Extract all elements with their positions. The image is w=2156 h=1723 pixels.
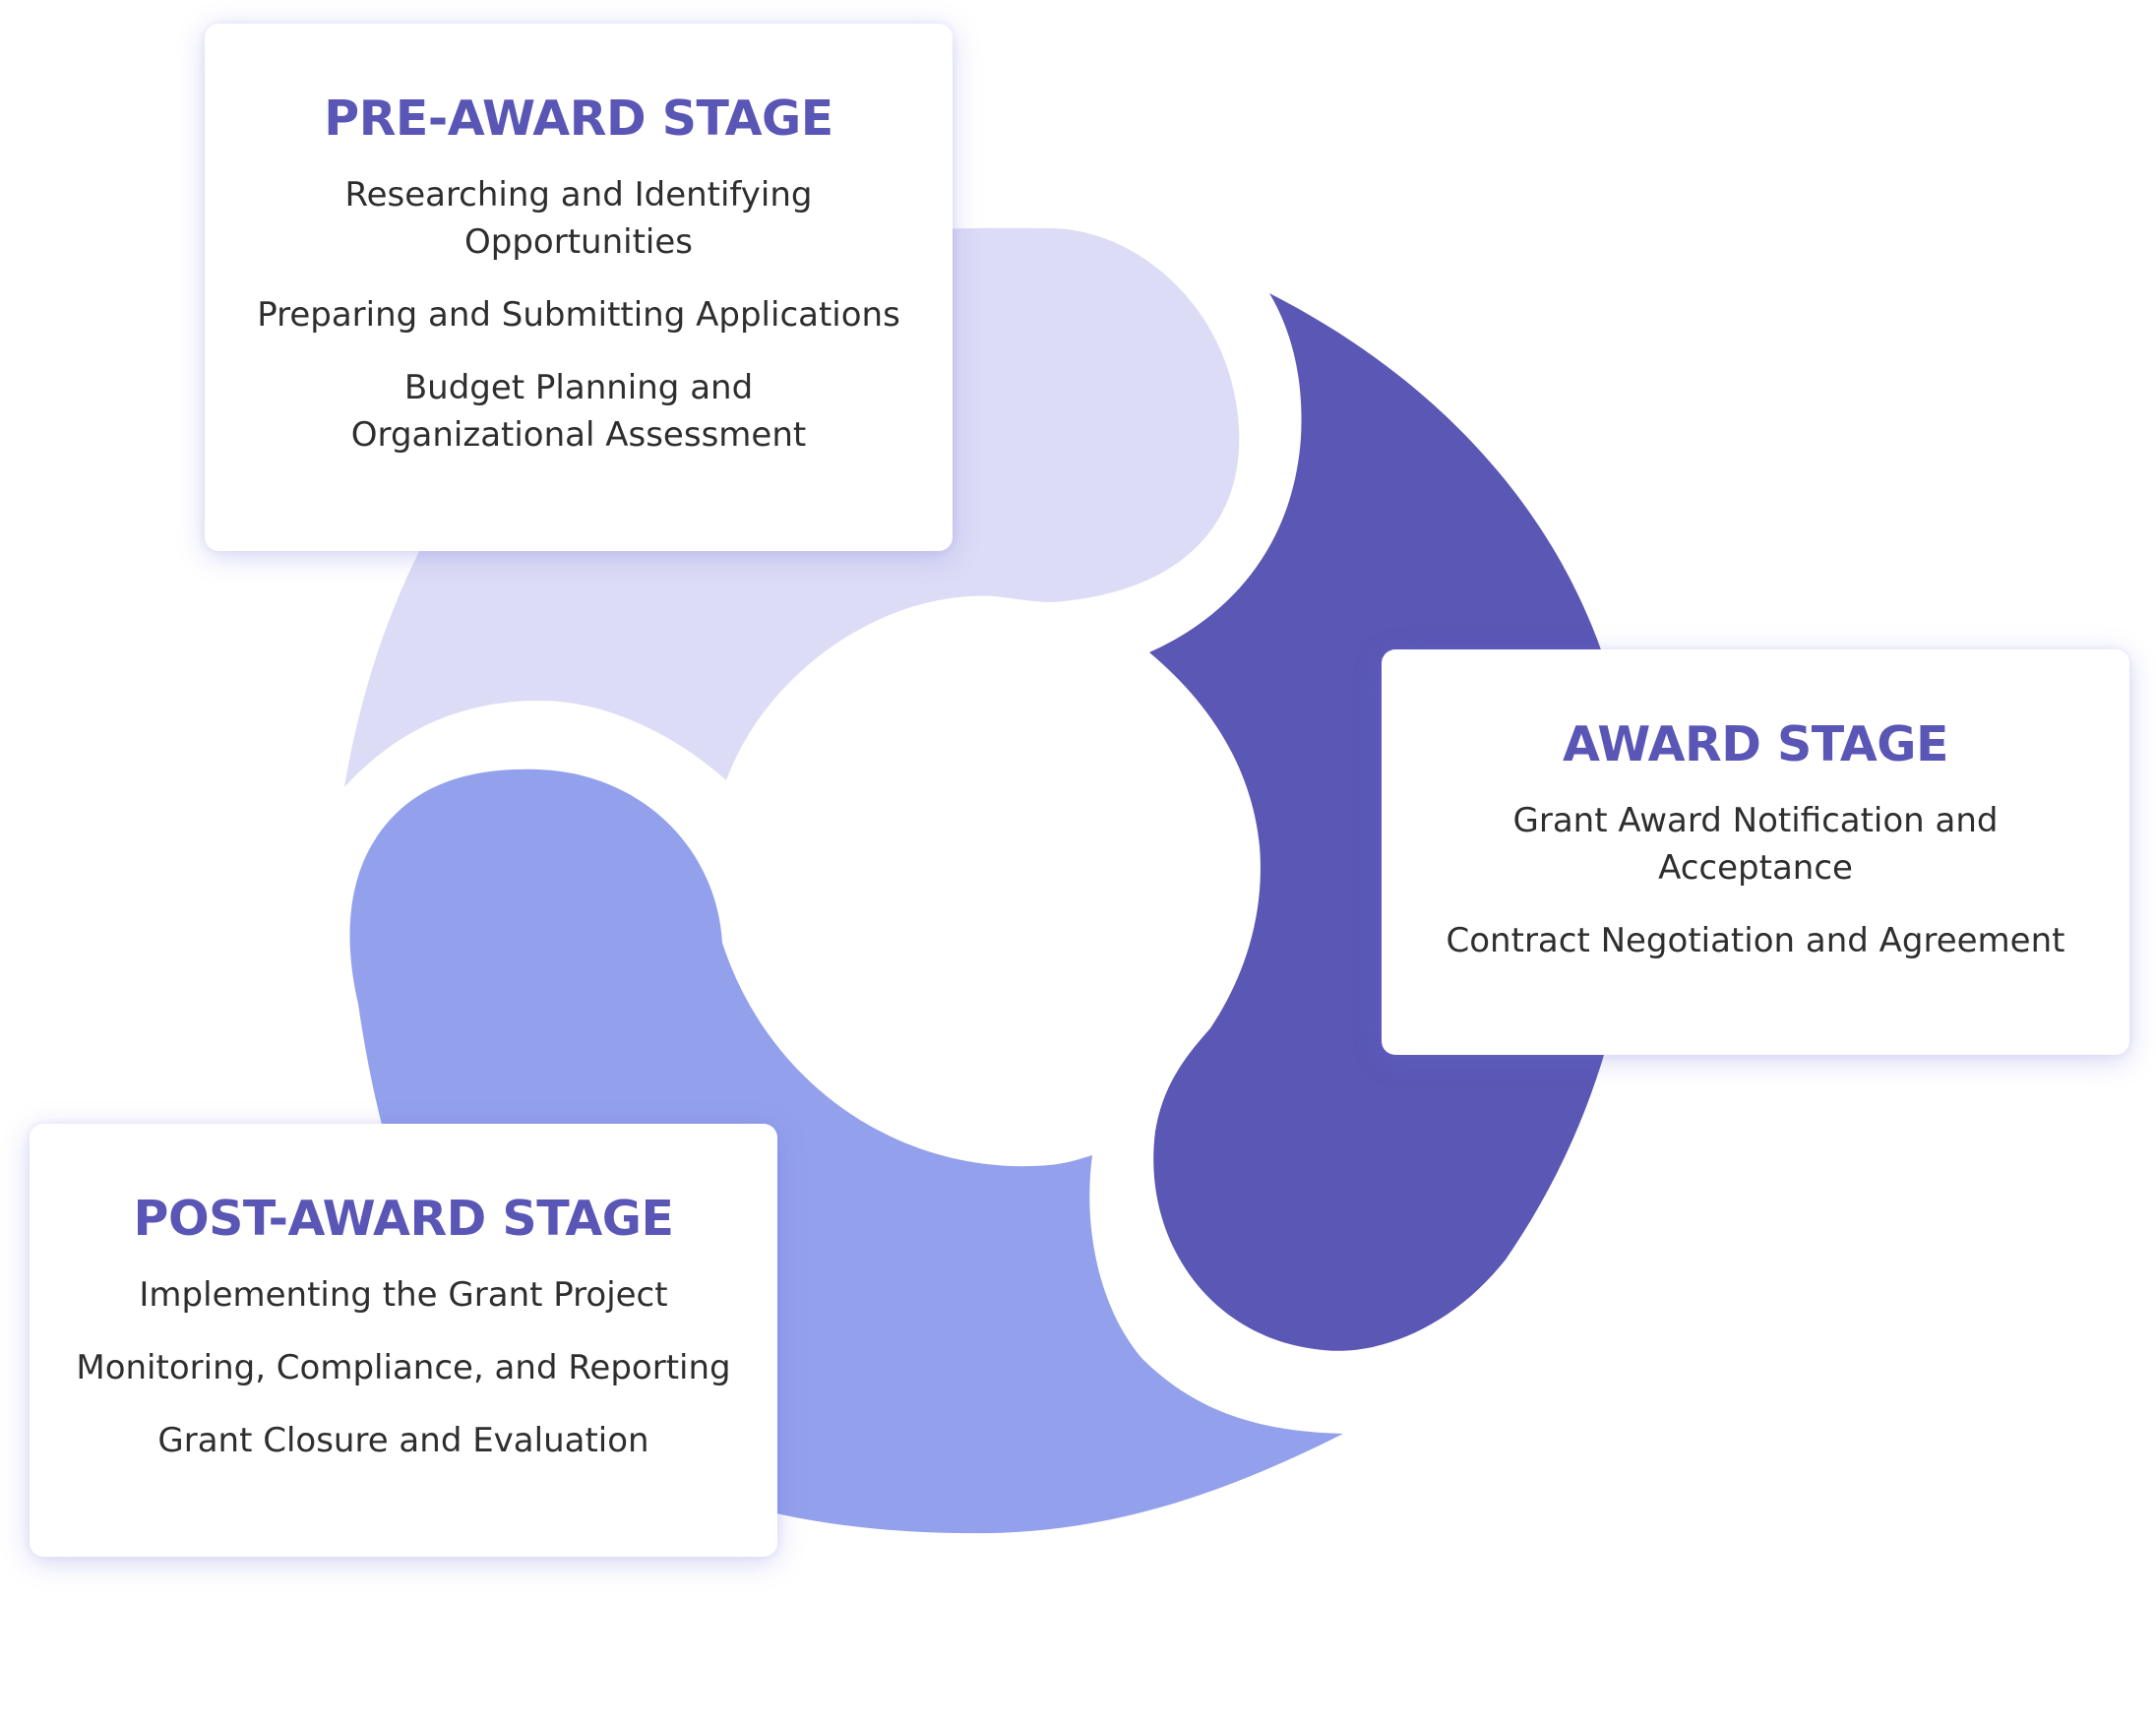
award-card: AWARD STAGE Grant Award Notification and… bbox=[1382, 649, 2129, 1055]
pre-award-title: PRE-AWARD STAGE bbox=[324, 91, 833, 147]
post-award-item: Implementing the Grant Project bbox=[139, 1274, 668, 1315]
pre-award-card: PRE-AWARD STAGE Researching and Identify… bbox=[205, 24, 953, 551]
post-award-card: POST-AWARD STAGE Implementing the Grant … bbox=[30, 1124, 777, 1557]
award-title: AWARD STAGE bbox=[1563, 716, 1948, 772]
award-item: Contract Negotiation and Agreement bbox=[1446, 920, 2065, 960]
award-item: Grant Award Notification and Acceptance bbox=[1512, 800, 1999, 888]
pre-award-item: Budget Planning and Organizational Asses… bbox=[350, 367, 807, 455]
pre-award-item: Researching and Identifying Opportunitie… bbox=[344, 174, 813, 262]
post-award-item: Grant Closure and Evaluation bbox=[157, 1420, 649, 1460]
post-award-title: POST-AWARD STAGE bbox=[133, 1191, 674, 1247]
post-award-item: Monitoring, Compliance, and Reporting bbox=[76, 1347, 731, 1387]
pre-award-item: Preparing and Submitting Applications bbox=[257, 294, 900, 335]
